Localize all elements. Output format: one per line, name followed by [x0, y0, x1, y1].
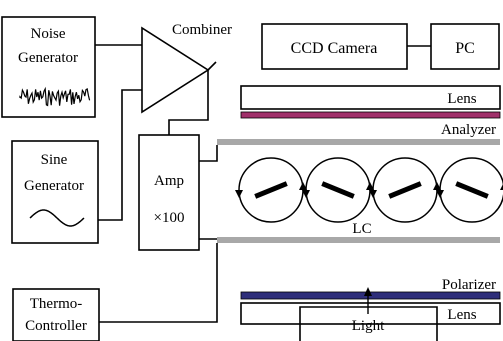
- light-arrowhead-icon: [364, 287, 372, 296]
- lc-director-bar: [388, 181, 422, 199]
- ccd-camera: CCD Camera: [261, 23, 408, 70]
- pc-label: PC: [455, 40, 475, 57]
- rotation-arrowhead-icon: [235, 190, 243, 198]
- pc: PC: [430, 23, 500, 70]
- analyzer: Analyzer: [217, 122, 500, 145]
- thermo-controller: Thermo- Controller: [12, 288, 100, 341]
- pc-box: [430, 23, 500, 70]
- lc-director-bar: [321, 181, 355, 199]
- lc-director-bar: [455, 181, 489, 199]
- light-label: Light: [352, 318, 385, 334]
- lc-plate-group: LC: [217, 221, 500, 243]
- thermo-controller-label-1: Thermo-: [30, 296, 82, 312]
- connections: [95, 44, 431, 323]
- lc-director-bar: [254, 181, 288, 199]
- rotation-arrowhead-icon: [433, 182, 441, 190]
- wire-combiner-tip: [207, 61, 217, 71]
- rotation-arrowhead-icon: [302, 190, 310, 198]
- noise-generator: Noise Generator: [1, 16, 96, 118]
- rotation-arrowhead-icon: [500, 184, 503, 190]
- polarizer-label: Polarizer: [442, 277, 496, 293]
- lens-top-box: [240, 85, 501, 110]
- lens-bottom-box: [240, 302, 501, 325]
- lens-bottom-label: Lens: [447, 307, 476, 323]
- wire-combiner-to-amp: [168, 70, 209, 135]
- lc-label: LC: [352, 221, 371, 237]
- analyzer-plate: [217, 139, 500, 145]
- lens-top-label: Lens: [447, 91, 476, 107]
- lens-top-stripe: [240, 111, 501, 119]
- thermo-controller-box: [12, 288, 100, 341]
- sine-generator-label-2: Generator: [24, 178, 84, 194]
- sine-generator: Sine Generator: [11, 140, 99, 244]
- ccd-camera-box: [261, 23, 408, 70]
- wire-amp-to-analyzer: [199, 145, 218, 162]
- combiner: Combiner: [141, 22, 232, 114]
- amplifier-label-1: Amp: [154, 173, 184, 189]
- amplifier: Amp ×100: [138, 134, 200, 251]
- wire-thermo-to-lc: [99, 243, 218, 323]
- rotation-arrowhead-icon: [436, 190, 444, 198]
- lens-top: Lens: [240, 85, 501, 119]
- noise-generator-label-1: Noise: [31, 26, 66, 42]
- rotation-arrowhead-icon: [366, 182, 374, 190]
- amplifier-label-2: ×100: [154, 210, 185, 226]
- rotation-arrowhead-icon: [369, 190, 377, 198]
- noise-generator-label-2: Generator: [18, 50, 78, 66]
- lc-domains: [235, 157, 503, 223]
- sine-generator-label-1: Sine: [41, 152, 68, 168]
- sine-generator-box: [11, 140, 99, 244]
- amplifier-box: [138, 134, 200, 251]
- combiner-triangle: [141, 26, 210, 114]
- thermo-controller-label-2: Controller: [25, 318, 87, 334]
- wire-sine-to-combiner: [98, 89, 142, 221]
- lens-bottom: Lens: [240, 302, 501, 325]
- combiner-label: Combiner: [172, 22, 232, 38]
- rotation-arrowhead-icon: [299, 182, 307, 190]
- analyzer-label: Analyzer: [441, 122, 496, 138]
- light-source: Light: [299, 287, 438, 341]
- sine-wave-icon: [29, 209, 85, 227]
- noise-waveform-icon: [19, 86, 91, 107]
- lc-plate: [217, 237, 500, 243]
- ccd-camera-label: CCD Camera: [291, 40, 378, 57]
